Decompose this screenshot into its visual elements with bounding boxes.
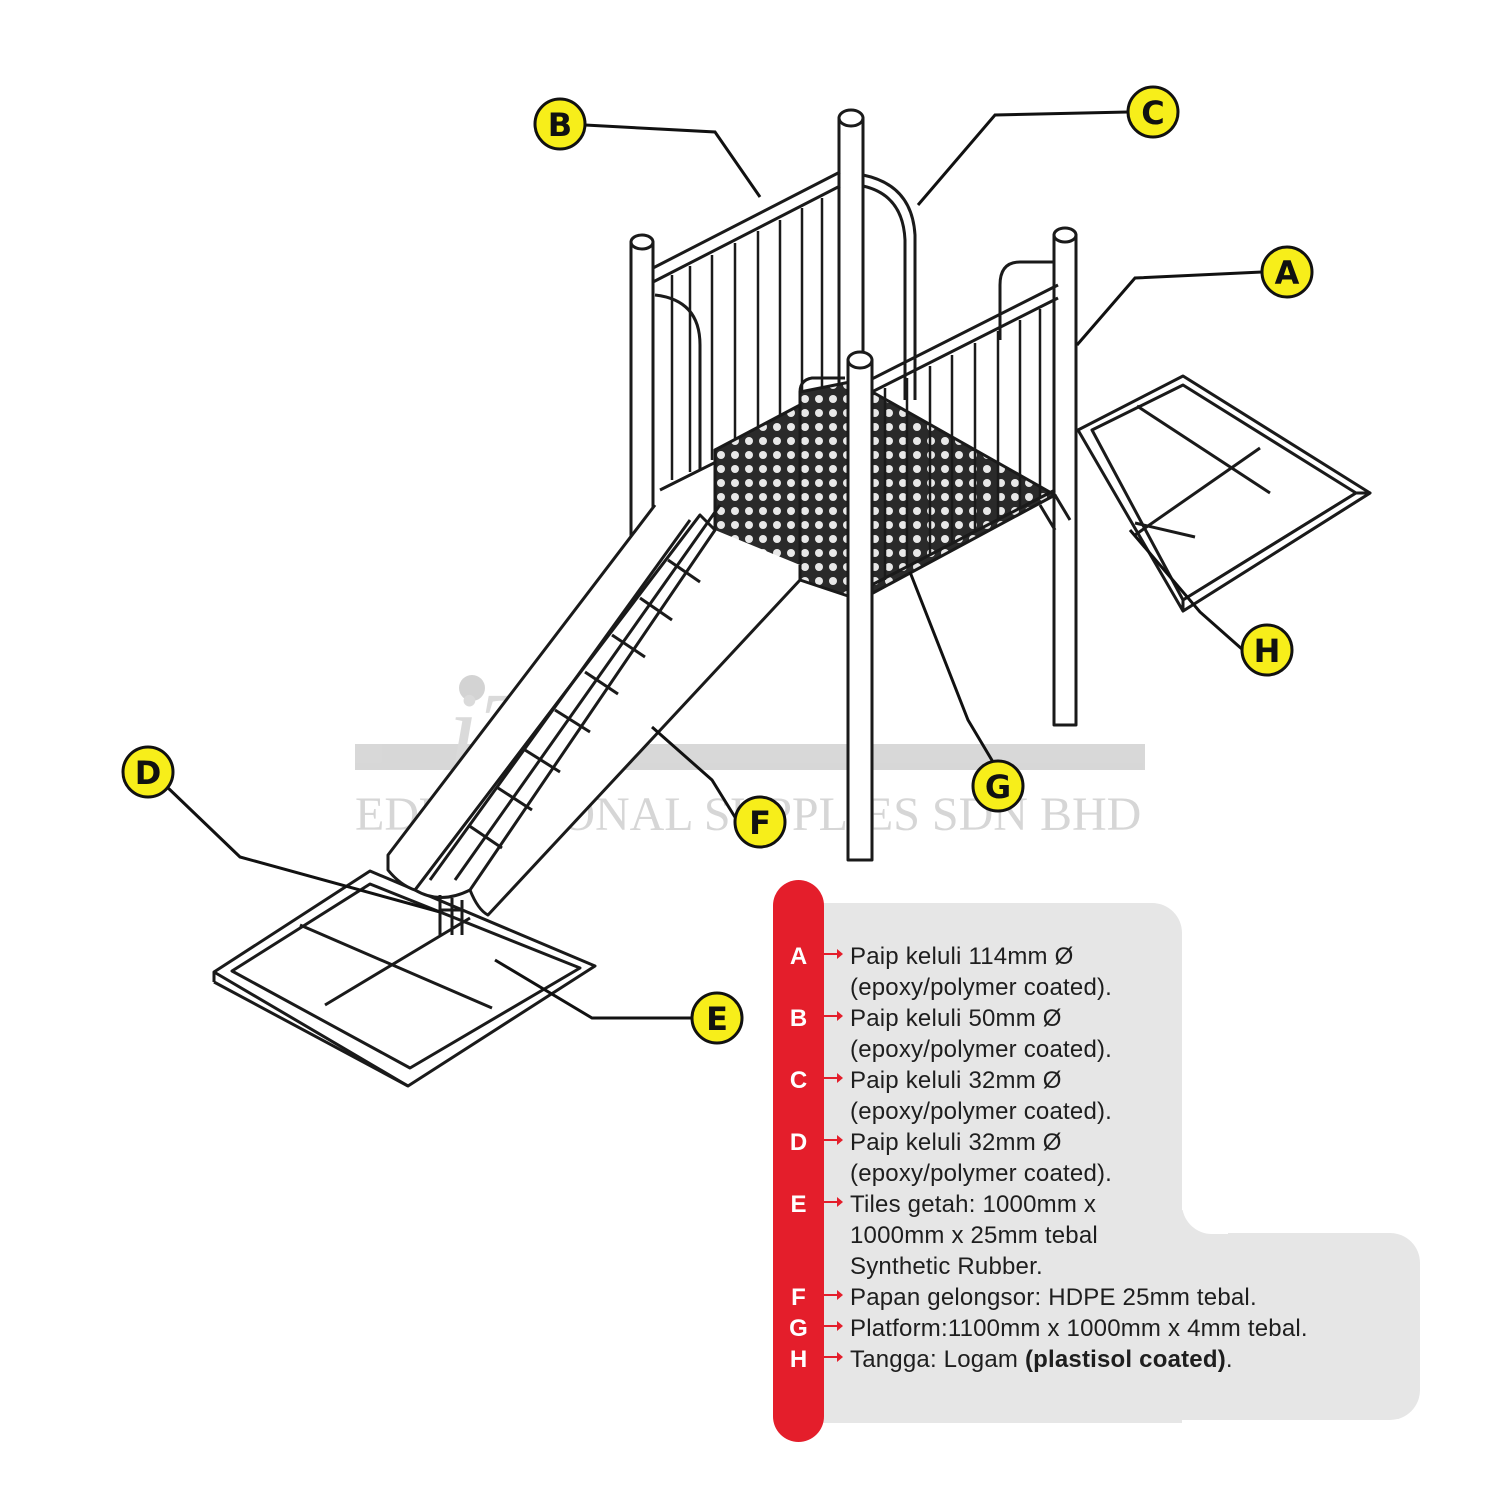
legend-line: Tangga: Logam xyxy=(850,1346,1025,1373)
arrow-right-icon xyxy=(822,1073,843,1083)
callouts: A B C D E F G H xyxy=(121,85,1314,1045)
legend-letter: D xyxy=(789,1129,808,1156)
legend-letter: B xyxy=(789,1005,808,1032)
leader-h xyxy=(1128,529,1244,652)
arrow-right-icon xyxy=(822,1011,843,1021)
legend-letter: C xyxy=(789,1067,808,1094)
arrow-right-icon xyxy=(822,949,843,959)
legend-line: Platform:1100mm x 1000mm x 4mm tebal. xyxy=(850,1315,1308,1342)
slide xyxy=(386,504,802,935)
legend-line: (epoxy/polymer coated). xyxy=(850,1098,1113,1125)
legend-red-bar xyxy=(773,880,824,1442)
legend-text: Papan gelongsor: HDPE 25mm tebal. xyxy=(850,1282,1257,1313)
leader-e xyxy=(494,958,693,1020)
callout-f-label: F xyxy=(749,804,771,842)
legend-line: Paip keluli 32mm Ø xyxy=(850,1067,1062,1094)
leader-f xyxy=(651,725,740,823)
legend-text: Paip keluli 32mm Ø (epoxy/polymer coated… xyxy=(850,1127,1112,1189)
legend-line: (epoxy/polymer coated). xyxy=(850,1036,1113,1063)
legend-text: Platform:1100mm x 1000mm x 4mm tebal. xyxy=(850,1313,1308,1344)
callout-a: A xyxy=(1260,245,1314,299)
legend-text: Paip keluli 50mm Ø (epoxy/polymer coated… xyxy=(850,1003,1112,1065)
legend-line: (epoxy/polymer coated). xyxy=(850,974,1113,1001)
legend-line-bold: (plastisol coated) xyxy=(1024,1346,1226,1373)
legend-text: Paip keluli 114mm Ø (epoxy/polymer coate… xyxy=(850,941,1112,1003)
tile-base-right xyxy=(1076,374,1372,613)
callout-h-label: H xyxy=(1254,632,1281,670)
callout-g: G xyxy=(971,759,1025,813)
callout-e: E xyxy=(690,991,744,1045)
callout-h: H xyxy=(1240,623,1294,677)
legend-panel-bottom xyxy=(790,1233,1420,1420)
legend-text: Tiles getah: 1000mm x 1000mm x 25mm teba… xyxy=(850,1189,1098,1282)
legend-line: Paip keluli 50mm Ø xyxy=(850,1005,1062,1032)
callout-g-label: G xyxy=(985,768,1011,806)
callout-b: B xyxy=(533,97,587,151)
arrow-right-icon xyxy=(822,1321,843,1331)
leader-c xyxy=(916,110,1129,206)
callout-d: D xyxy=(121,745,175,799)
leader-a xyxy=(1075,270,1263,346)
arrow-right-icon xyxy=(822,1135,843,1145)
legend-letter: H xyxy=(789,1346,808,1373)
callout-a-label: A xyxy=(1275,254,1300,292)
leader-d xyxy=(163,783,441,914)
legend-text: Paip keluli 32mm Ø (epoxy/polymer coated… xyxy=(850,1065,1112,1127)
legend-text: Tangga: Logam (plastisol coated). xyxy=(850,1344,1233,1375)
callout-c-label: C xyxy=(1141,94,1164,132)
legend-letter: E xyxy=(790,1191,807,1218)
arrow-right-icon xyxy=(822,1352,843,1362)
legend-line: Paip keluli 114mm Ø xyxy=(850,943,1074,970)
legend-letter: G xyxy=(789,1315,808,1342)
legend-line: (epoxy/polymer coated). xyxy=(850,1160,1113,1187)
tile-base-left xyxy=(212,869,597,1088)
legend-letter: A xyxy=(789,943,808,970)
callout-f: F xyxy=(733,795,787,849)
legend-line: Paip keluli 32mm Ø xyxy=(850,1129,1062,1156)
legend-line-end: . xyxy=(1225,1346,1233,1373)
leader-lines xyxy=(163,110,1263,1020)
callout-e-label: E xyxy=(706,1000,728,1038)
legend-line: Tiles getah: 1000mm x xyxy=(850,1191,1097,1218)
arrow-right-icon xyxy=(822,1197,843,1207)
callout-c: C xyxy=(1126,85,1180,139)
leader-g xyxy=(908,571,995,763)
leader-b xyxy=(584,123,762,198)
legend-line: 1000mm x 25mm tebal xyxy=(850,1222,1098,1249)
legend-letter: F xyxy=(791,1284,806,1311)
legend-line: Synthetic Rubber. xyxy=(850,1253,1043,1280)
arrow-right-icon xyxy=(822,1290,843,1300)
callout-b-label: B xyxy=(548,106,572,144)
callout-d-label: D xyxy=(135,754,162,792)
legend-line: Papan gelongsor: HDPE 25mm tebal. xyxy=(850,1284,1257,1311)
